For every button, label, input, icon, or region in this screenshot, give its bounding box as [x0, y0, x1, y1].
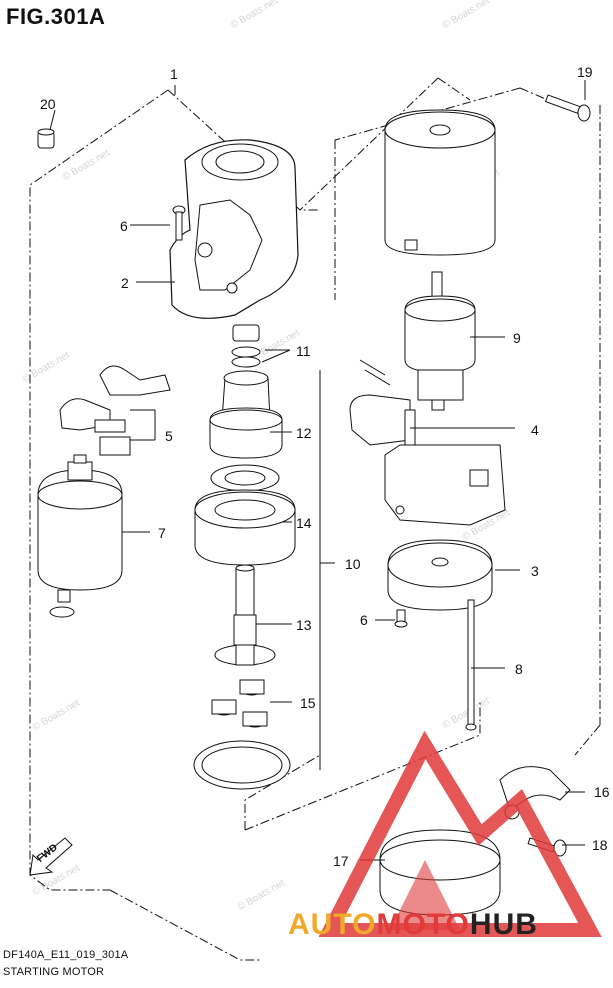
brand-part-hub: HUB [469, 908, 538, 941]
section-title: STARTING MOTOR [3, 966, 105, 978]
callout-2: 2 [121, 275, 129, 291]
pinion-assembly [209, 324, 283, 492]
brand-logo [318, 730, 602, 937]
fwd-arrow [29, 837, 73, 876]
callout-17: 17 [333, 853, 349, 869]
callout-11: 11 [296, 343, 311, 359]
cap-20 [37, 128, 55, 149]
callout-1: 1 [170, 66, 178, 82]
ring-gear [193, 740, 291, 790]
callout-3: 3 [531, 563, 539, 579]
planet-gears-15 [211, 679, 268, 728]
callout-15: 15 [300, 695, 316, 711]
callout-20: 20 [40, 96, 56, 112]
callout-6-top: 6 [120, 218, 128, 234]
armature-9 [404, 271, 476, 411]
callout-19: 19 [577, 64, 593, 80]
callout-16: 16 [594, 784, 610, 800]
bolt-19 [544, 94, 591, 122]
model-code: DF140A_E11_019_301A [3, 949, 129, 961]
bolt-6-top [172, 205, 186, 241]
brand-text: AUTOMOTOHUB [288, 908, 538, 942]
callout-6-bottom: 6 [360, 612, 368, 628]
brackets-5 [59, 365, 171, 456]
bolt-6-bottom [394, 609, 408, 628]
callout-7: 7 [158, 525, 166, 541]
callout-8: 8 [515, 661, 523, 677]
subassembly-outline [244, 754, 321, 830]
callout-12: 12 [296, 425, 312, 441]
callout-5: 5 [165, 428, 173, 444]
callout-4: 4 [531, 422, 539, 438]
figure-title: FIG.301A [6, 4, 106, 29]
brand-part-auto: AUTO [288, 908, 377, 941]
brand-part-moto: MOTO [376, 908, 470, 941]
housing-14 [194, 489, 296, 566]
starter-housing [169, 139, 299, 319]
callout-18: 18 [592, 837, 608, 853]
callout-10: 10 [345, 556, 361, 572]
yoke [384, 109, 496, 256]
callout-13: 13 [296, 617, 312, 633]
solenoid-7 [37, 454, 123, 618]
through-bolt-8 [465, 599, 477, 731]
callout-14: 14 [296, 515, 312, 531]
shaft-13 [214, 564, 276, 666]
end-cover-3 [387, 539, 493, 611]
callout-9: 9 [513, 330, 521, 346]
